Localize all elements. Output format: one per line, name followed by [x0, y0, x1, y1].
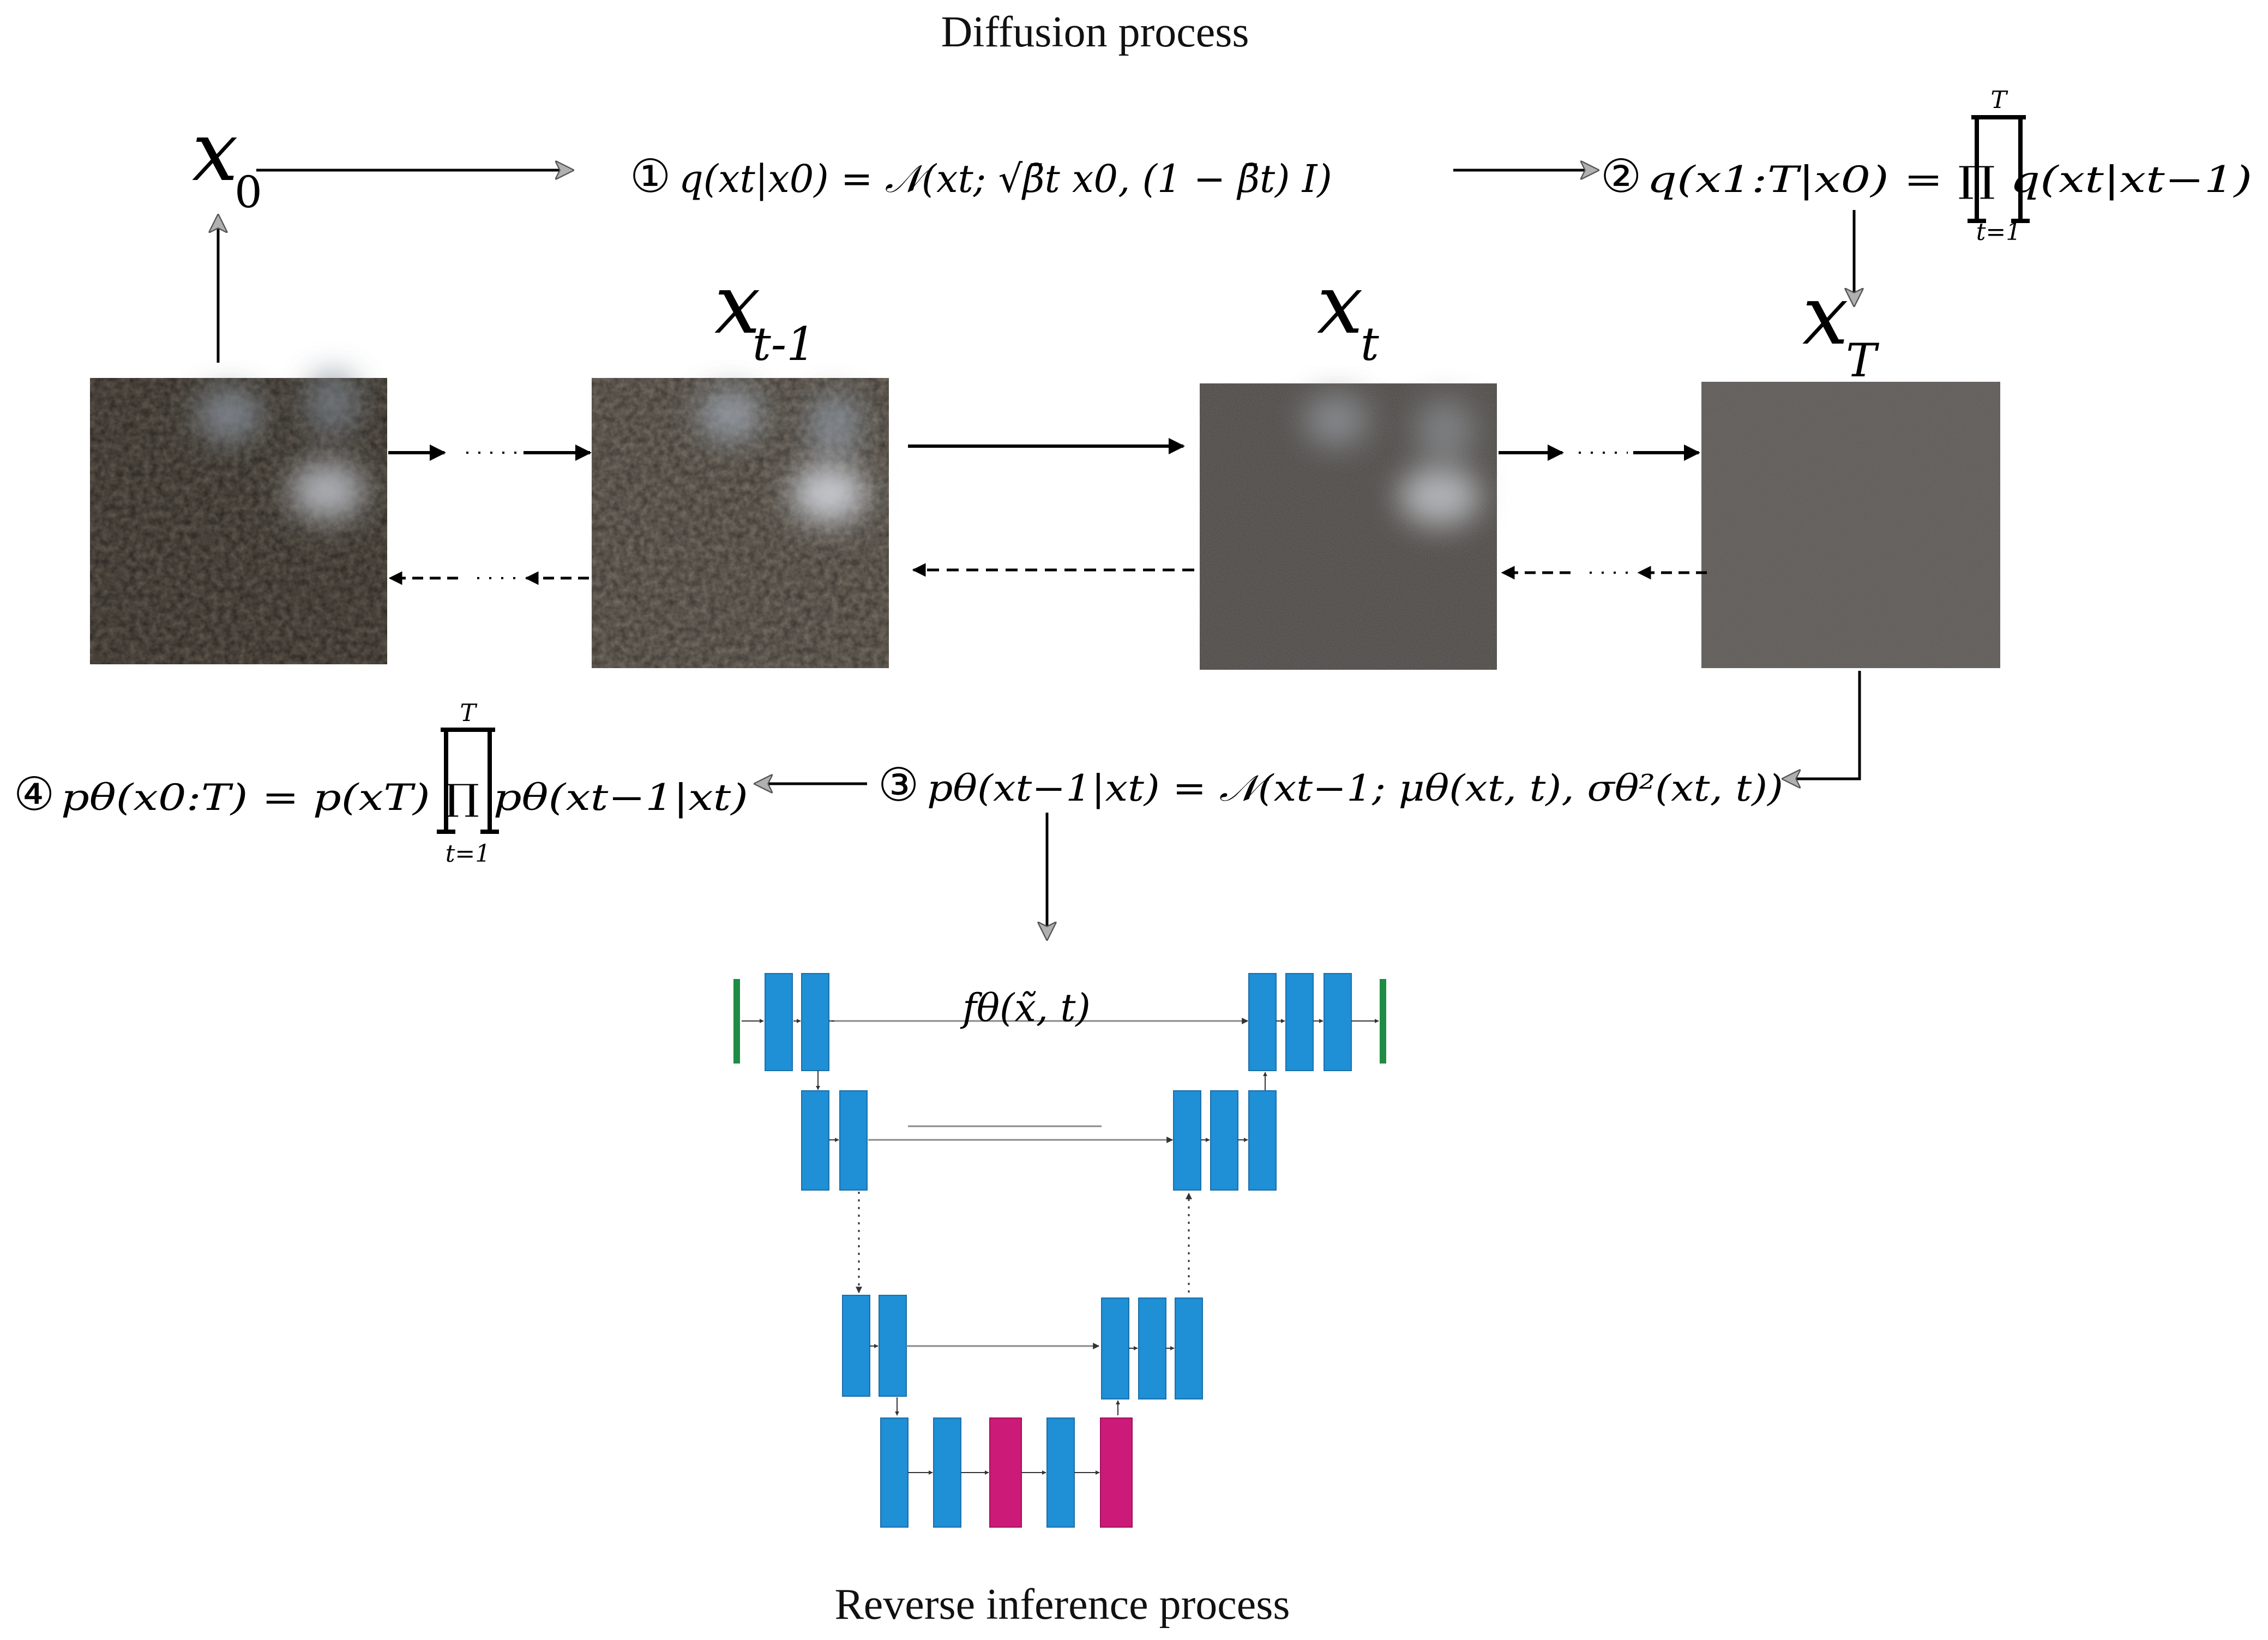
- bottleneck-block-2: [1100, 1417, 1133, 1528]
- eq1-circle: ①: [630, 149, 671, 203]
- equation-1: ① q(xt|x0) = 𝒩(xt; √β̄t x0, (1 − β̄t) I): [630, 149, 1332, 203]
- xt-minus-1-label: x t-1: [714, 257, 816, 371]
- image-xT: [1701, 382, 2000, 668]
- reverse-arrows: [388, 563, 1707, 585]
- equation-3: ③ pθ(xt−1|xt) = 𝒩(xt−1; μθ(xt, t), σθ²(x…: [878, 758, 1783, 812]
- eq2-prod-top: T: [1990, 86, 2008, 114]
- x0-sub: 0: [234, 167, 262, 218]
- image-xt-minus-1: [592, 378, 889, 668]
- xt-minus-1-base: x: [714, 257, 761, 352]
- x0-label: x 0: [192, 105, 262, 218]
- x0-base: x: [192, 105, 238, 200]
- forward-arrows: [388, 438, 1700, 461]
- eq3-text: pθ(xt−1|xt) = 𝒩(xt−1; μθ(xt, t), σθ²(xt,…: [927, 767, 1783, 809]
- eq4-circle: ④: [14, 767, 55, 821]
- arrow-xT-to-eq3: [1783, 671, 1861, 779]
- eq4-prod-bottom: t=1: [446, 840, 491, 868]
- eq1-text: q(xt|x0) = 𝒩(xt; √β̄t x0, (1 − β̄t) I): [679, 157, 1332, 201]
- unet-network: fθ(x̃, t): [733, 973, 1386, 1528]
- xT-label: x T: [1802, 268, 1880, 387]
- io-bar-output: [1380, 979, 1386, 1064]
- xt-label: x t: [1317, 257, 1379, 371]
- image-x0: [90, 371, 387, 664]
- xT-base: x: [1802, 268, 1849, 363]
- reverse-inference-title: Reverse inference process: [834, 1581, 1290, 1629]
- bottleneck-block-1: [989, 1417, 1022, 1528]
- eq2-circle: ②: [1601, 149, 1641, 203]
- xt-sub: t: [1361, 317, 1379, 371]
- eq4-text: pθ(x0:T) = p(xT) ∏ pθ(xt−1|xt): [61, 777, 748, 819]
- xt-base: x: [1317, 257, 1363, 352]
- product-symbol-eq2: [1968, 115, 2030, 223]
- diffusion-process-title: Diffusion process: [941, 8, 1249, 56]
- equation-2: ② q(x1:T|x0) = ∏ q(xt|xt−1) T t=1: [1601, 86, 2252, 246]
- network-label: fθ(x̃, t): [960, 986, 1091, 1030]
- eq2-text: q(x1:T|x0) = ∏ q(xt|xt−1): [1647, 159, 2252, 201]
- io-bar-input: [733, 979, 740, 1064]
- eq4-prod-top: T: [460, 699, 478, 727]
- product-symbol-eq4: [437, 728, 499, 834]
- image-xt: [1200, 383, 1497, 670]
- equation-4: ④ pθ(x0:T) = p(xT) ∏ pθ(xt−1|xt) T t=1: [14, 699, 748, 868]
- eq3-circle: ③: [878, 758, 919, 812]
- xt-minus-1-sub: t-1: [753, 317, 816, 371]
- xT-sub: T: [1846, 334, 1880, 387]
